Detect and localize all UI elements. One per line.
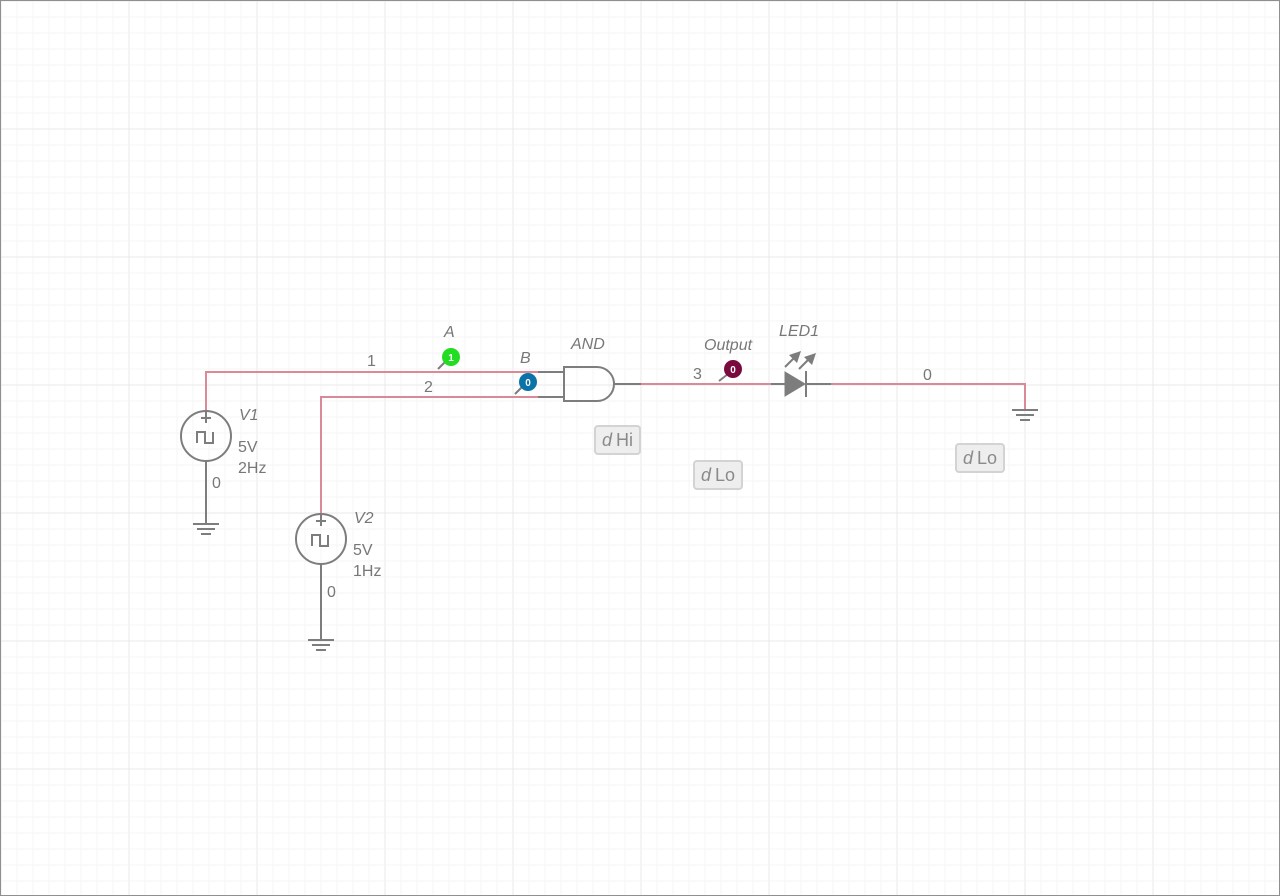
probe-a[interactable]: 1 A xyxy=(437,324,460,370)
v1-voltage: 5V xyxy=(238,439,258,456)
plus-icon xyxy=(316,515,326,526)
plus-icon xyxy=(201,412,211,423)
square-wave-icon xyxy=(311,534,329,547)
and-gate[interactable]: AND xyxy=(538,336,641,402)
v1-frequency: 2Hz xyxy=(238,460,266,477)
source-v1[interactable]: V1 5V 2Hz xyxy=(180,407,266,535)
source-v2[interactable]: V2 5V 1Hz xyxy=(295,510,381,651)
probe-b-value: 0 xyxy=(525,378,531,389)
probe-b[interactable]: 0 B xyxy=(514,350,537,395)
v2-voltage: 5V xyxy=(353,542,373,559)
square-wave-icon xyxy=(196,431,214,444)
net-label-1: 1 xyxy=(367,353,376,370)
ground-icon xyxy=(308,639,334,651)
probe-output-value: 0 xyxy=(730,365,736,376)
wires xyxy=(205,371,1026,516)
wire-net-2[interactable] xyxy=(320,396,538,516)
probe-output-label: Output xyxy=(704,337,753,354)
net-label-3: 3 xyxy=(693,366,702,383)
net-label-v1-ground: 0 xyxy=(212,475,221,492)
state-value: Lo xyxy=(977,448,998,468)
net-label-v2-ground: 0 xyxy=(327,584,336,601)
ground-icon xyxy=(1012,409,1038,421)
state-value: Lo xyxy=(715,465,736,485)
state-prefix: d xyxy=(701,465,712,485)
probe-output[interactable]: 0 Output xyxy=(704,337,753,382)
probe-a-value: 1 xyxy=(448,353,454,364)
ground-icon xyxy=(193,523,219,535)
v2-frequency: 1Hz xyxy=(353,563,381,580)
led1[interactable]: LED1 xyxy=(771,323,831,397)
light-emission-icon xyxy=(784,351,816,370)
state-value: Hi xyxy=(616,430,634,450)
wire-net-0-led[interactable] xyxy=(831,383,1026,409)
led-label: LED1 xyxy=(779,323,819,340)
and-gate-label: AND xyxy=(570,336,605,353)
state-prefix: d xyxy=(602,430,613,450)
state-prefix: d xyxy=(963,448,974,468)
net-label-led-ground: 0 xyxy=(923,367,932,384)
probe-a-label: A xyxy=(443,324,455,341)
net-label-2: 2 xyxy=(424,379,433,396)
v1-name: V1 xyxy=(239,407,259,424)
wire-net-1[interactable] xyxy=(205,371,564,412)
probe-b-label: B xyxy=(520,350,531,367)
v2-name: V2 xyxy=(354,510,374,527)
